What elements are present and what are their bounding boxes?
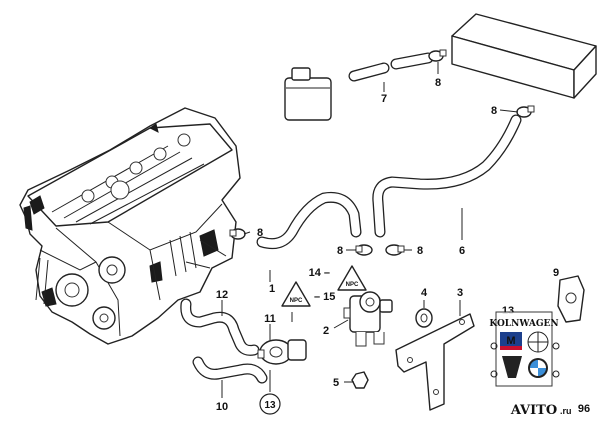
warning-label-14: NPC — [337, 265, 367, 291]
callout-8-mid-a: 8 — [337, 245, 343, 257]
watermark-site: AVITO — [510, 403, 557, 418]
auxiliary-pump — [257, 339, 307, 365]
callout-15: – 15 — [314, 291, 335, 303]
control-valve — [343, 291, 393, 347]
expansion-tank — [284, 67, 332, 121]
nut — [351, 371, 369, 389]
grommet — [415, 308, 433, 328]
leader-lines — [221, 62, 519, 398]
clamp-right — [516, 105, 535, 118]
callout-5: 5 — [333, 377, 339, 389]
callout-4: 4 — [421, 287, 428, 299]
callout-3: 3 — [457, 287, 463, 299]
inset-part-9 — [557, 275, 585, 323]
callout-8-left: 8 — [257, 227, 263, 239]
hose-10 — [192, 356, 268, 384]
callout-8-top: 8 — [435, 77, 441, 89]
watermark-site-suffix: .ru — [560, 406, 572, 416]
callout-6: 6 — [459, 245, 465, 257]
warning-label-15: NPC — [281, 281, 311, 307]
callout-2: 2 — [323, 325, 329, 337]
clamp-top — [428, 49, 447, 62]
watermark-logo: KOLNWAGEN M AVITO .ru 96 — [489, 311, 590, 418]
hose-1 — [256, 191, 362, 250]
engine-block — [19, 107, 241, 345]
callout-14: 14 – — [309, 267, 330, 279]
hose-7 — [348, 52, 434, 82]
svg-text:NPC: NPC — [290, 298, 303, 304]
callout-8-right: 8 — [491, 105, 497, 117]
callout-9: 9 — [553, 267, 559, 279]
svg-text:NPC: NPC — [346, 282, 359, 288]
callout-10: 10 — [216, 401, 228, 413]
bmw-roundel-icon — [528, 358, 548, 378]
watermark-title: KOLNWAGEN — [489, 319, 558, 329]
callout-7: 7 — [381, 93, 387, 105]
callout-11: 11 — [264, 313, 276, 325]
bracket — [395, 313, 475, 411]
cam-cover-plugs — [81, 133, 191, 203]
callout-12: 12 — [216, 289, 228, 301]
callout-13-circle: 13 — [259, 393, 281, 415]
heater-core — [451, 13, 597, 99]
hose-12 — [180, 298, 260, 356]
callouts: 7 8 8 8 8 8 6 1 14 – – 15 12 11 2 4 3 5 … — [216, 77, 559, 415]
watermark-number: 96 — [578, 403, 590, 415]
callout-8-mid-b: 8 — [417, 245, 423, 257]
clamp-mid-a — [355, 244, 373, 256]
callout-13: 13 — [264, 400, 276, 411]
eagle-icon — [502, 356, 522, 378]
watermark-m: M — [506, 335, 515, 347]
callout-1: 1 — [269, 283, 275, 295]
hose-6 — [372, 114, 522, 238]
clamp-mid-b — [385, 244, 405, 256]
clamp-left — [229, 228, 246, 240]
